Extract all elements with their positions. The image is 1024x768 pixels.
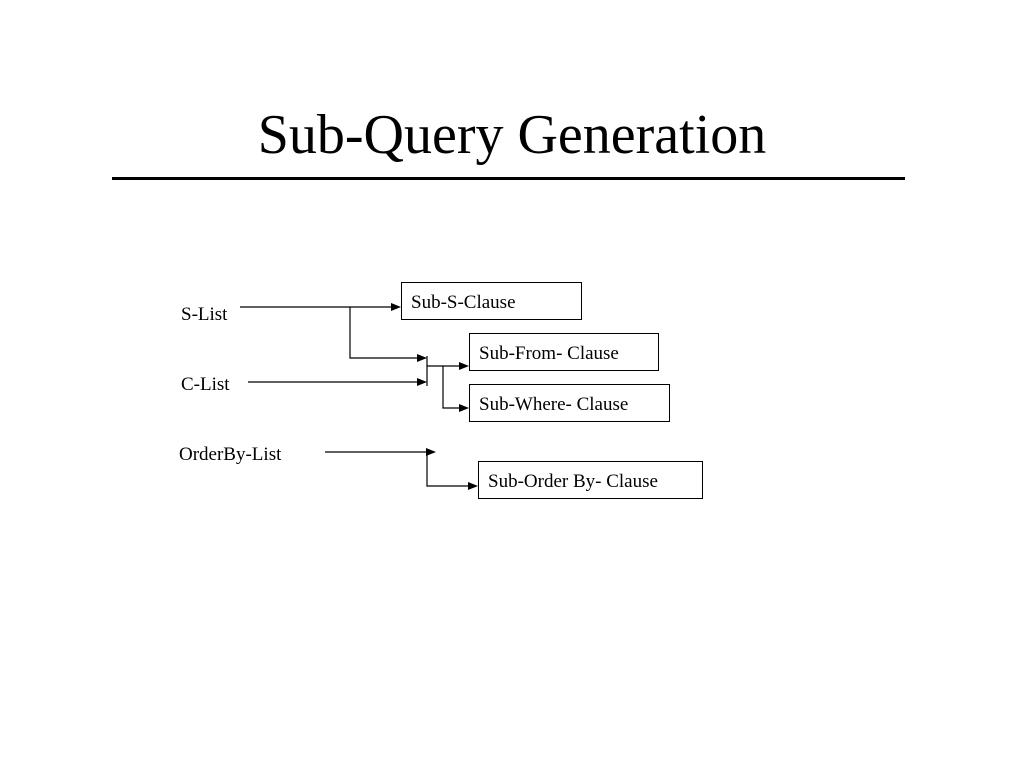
merge-to-sub-where-clause-connector (442, 366, 460, 409)
arrowhead (459, 362, 469, 370)
arrowhead (468, 482, 478, 490)
arrowhead (417, 354, 427, 362)
sub-from-clause-node: Sub-From- Clause (469, 333, 659, 371)
s-list-branch-connector (349, 307, 418, 359)
arrowhead (417, 378, 427, 386)
orderby-to-sub-orderby-clause-connector (426, 452, 469, 487)
sub-orderby-clause-node: Sub-Order By- Clause (478, 461, 703, 499)
orderby-list-label: OrderBy-List (179, 444, 282, 465)
sub-where-clause-node: Sub-Where- Clause (469, 384, 670, 422)
sub-where-clause-box (469, 384, 670, 422)
sub-s-clause-box (401, 282, 582, 320)
s-list-label: S-List (181, 304, 228, 325)
arrowhead (459, 404, 469, 412)
sub-s-clause-node: Sub-S-Clause (401, 282, 582, 320)
sub-from-clause-box (469, 333, 659, 371)
sub-s-clause-label: Sub-S-Clause (411, 292, 516, 313)
c-list-label: C-List (181, 374, 230, 395)
arrowhead (391, 303, 401, 311)
slide-title: Sub-Query Generation (257, 104, 767, 166)
sub-orderby-clause-box (478, 461, 703, 499)
sub-from-clause-label: Sub-From- Clause (479, 343, 619, 364)
sub-where-clause-label: Sub-Where- Clause (479, 394, 628, 415)
title-underline (112, 177, 905, 180)
arrowhead (426, 448, 436, 456)
sub-orderby-clause-label: Sub-Order By- Clause (488, 471, 658, 492)
